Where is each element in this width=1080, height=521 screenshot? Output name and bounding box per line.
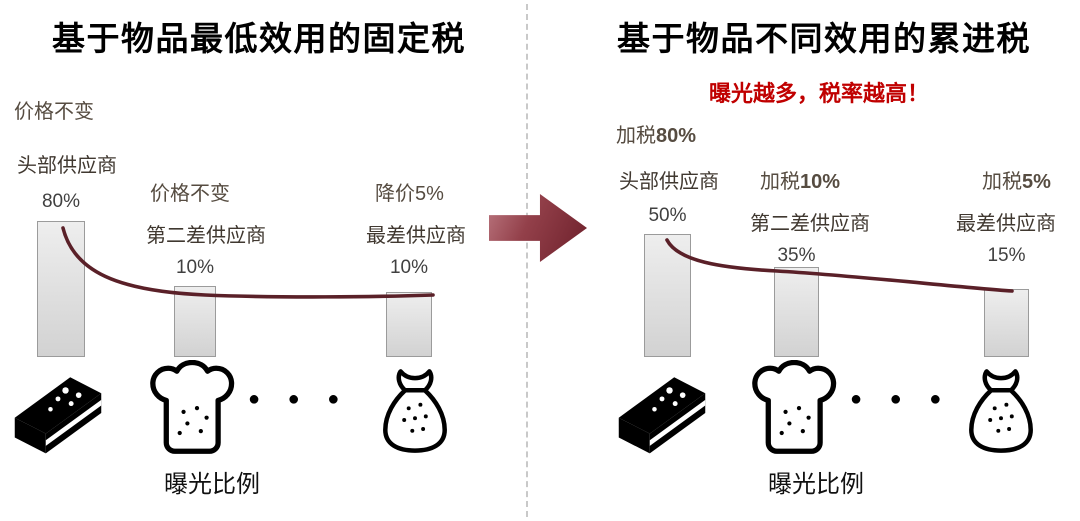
supplier-value: 80% xyxy=(41,191,81,212)
right-panel-title: 基于物品不同效用的累进税 xyxy=(617,20,1031,57)
supplier-name: 头部供应商 xyxy=(17,155,117,177)
flour-sack-icon xyxy=(370,362,460,460)
tax-note-prefix: 加税 xyxy=(982,171,1022,193)
tax-note-value: 10% xyxy=(800,171,841,193)
ellipsis-icon: ● ● ● xyxy=(248,388,351,410)
cake-slice-icon xyxy=(8,366,108,460)
supplier-value: 15% xyxy=(987,245,1026,266)
supplier-tax-note: 加税10% xyxy=(760,165,840,194)
exposure-bar xyxy=(174,286,216,357)
supplier-tax-note: 加税80% xyxy=(616,119,696,148)
bread-slice-icon xyxy=(751,360,847,460)
right-arrow-icon xyxy=(489,194,587,262)
supplier-name: 最差供应商 xyxy=(366,225,466,247)
supplier-name: 最差供应商 xyxy=(956,213,1056,235)
supplier-value: 10% xyxy=(175,257,215,278)
ellipsis-icon: ● ● ● xyxy=(850,388,953,410)
supplier-value: 35% xyxy=(777,245,816,266)
supplier-value: 10% xyxy=(389,257,429,278)
exposure-bar xyxy=(644,234,691,357)
supplier-value: 50% xyxy=(648,205,687,226)
banner-text: 曝光越多，税率越高！ xyxy=(708,81,929,106)
supplier-tax-note: 加税5% xyxy=(982,165,1051,194)
supplier-name: 第二差供应商 xyxy=(146,225,266,247)
axis-label: 曝光比例 xyxy=(164,471,260,498)
exposure-bar xyxy=(774,267,819,357)
flour-sack-icon xyxy=(956,362,1046,460)
exposure-bar xyxy=(984,289,1029,357)
tax-note-prefix: 加税 xyxy=(760,171,800,193)
supplier-name: 第二差供应商 xyxy=(750,213,870,235)
exposure-bar xyxy=(37,221,85,357)
supplier-note: 降价5% xyxy=(375,183,444,205)
supplier-name: 头部供应商 xyxy=(619,171,719,193)
bread-slice-icon xyxy=(149,360,245,460)
panel-divider xyxy=(526,4,528,517)
tax-note-value: 5% xyxy=(1022,171,1051,193)
exposure-bar xyxy=(386,292,432,357)
left-panel-title: 基于物品最低效用的固定税 xyxy=(52,20,466,57)
tax-note-prefix: 加税 xyxy=(616,125,656,147)
cake-slice-icon xyxy=(612,366,712,460)
tax-note-value: 80% xyxy=(656,125,697,147)
supplier-note: 价格不变 xyxy=(14,101,94,123)
axis-label: 曝光比例 xyxy=(768,471,864,498)
supplier-note: 价格不变 xyxy=(150,183,230,205)
